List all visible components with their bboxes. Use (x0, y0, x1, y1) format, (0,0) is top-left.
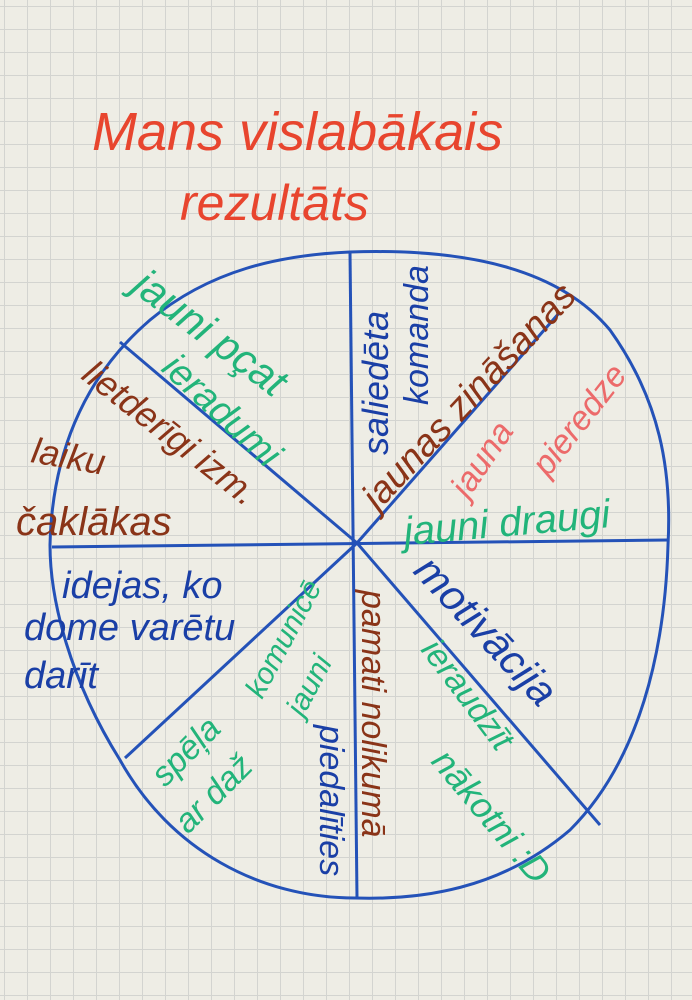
label-ideas-2: dome varētu (24, 607, 235, 649)
label-united-team-1: saliedēta (355, 311, 396, 455)
divider-lower-right (355, 542, 602, 826)
divider-upper-left (119, 340, 358, 545)
label-useful-time-2: laiku (29, 430, 109, 483)
divider-lower-left (123, 541, 359, 760)
wheel (48, 250, 671, 900)
label-participation: piedalīties (312, 724, 350, 876)
divider-horizontal (51, 538, 669, 549)
title-line-2: rezultāts (180, 175, 369, 231)
title: Mans vislabākais rezultāts (92, 102, 503, 231)
divider-upper-right (355, 311, 562, 544)
label-new-friends: jauni draugi (397, 492, 613, 554)
segment-bottom: pamati nolikumā piedalīties (312, 589, 392, 876)
title-line-1: Mans vislabākais (92, 102, 503, 162)
label-rules-basics: pamati nolikumā (354, 589, 392, 838)
label-united-team-2: komanda (398, 265, 436, 405)
segment-bottom-right: motivācija ieraudzīt nākotni :D (405, 546, 567, 891)
segment-top: saliedēta komanda (355, 265, 436, 455)
label-ideas-3: darīt (24, 655, 99, 697)
segment-left-upper: lietderīgi izm. laiku čaklākas (16, 352, 266, 544)
segment-left-lower: idejas, ko dome varētu darīt (24, 565, 235, 697)
label-see-future-2: nākotni :D (424, 741, 560, 892)
label-harder-working: čaklākas (16, 500, 172, 544)
label-ideas-1: idejas, ko (62, 565, 223, 607)
wheel-circle (48, 250, 671, 900)
segment-right: jauni draugi (397, 492, 613, 554)
divider-vertical (348, 251, 359, 899)
label-new-experience-2: pieredze (524, 357, 635, 484)
